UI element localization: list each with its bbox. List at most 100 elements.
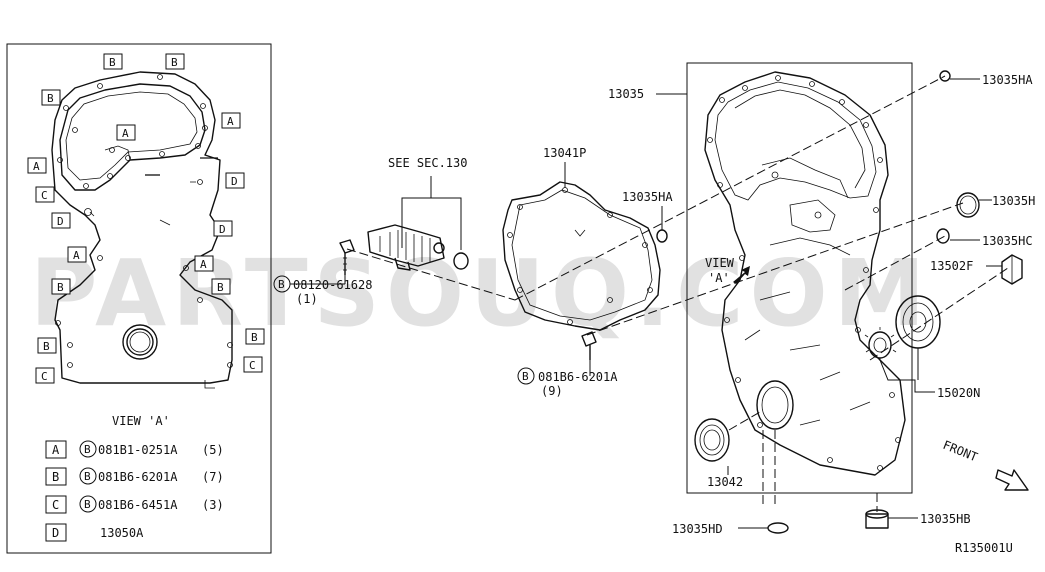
diagram-id: R135001U (955, 541, 1013, 555)
svg-text:D: D (219, 223, 226, 236)
view-a-frame (6, 43, 272, 554)
part-13042-seal (694, 418, 730, 462)
part-13035-label: 13035 (608, 87, 644, 101)
marker-d-3: D (213, 220, 233, 237)
legend-row-a: A B 081B1-0251A (5) (45, 440, 224, 459)
front-indicator: FRONT (941, 438, 1029, 491)
view-a-callout-line1: VIEW (705, 256, 735, 270)
part-13035ha-label: 13035HA (982, 73, 1033, 87)
front-arrow-icon (995, 469, 1029, 491)
svg-text:A: A (33, 160, 40, 173)
svg-text:B: B (57, 281, 64, 294)
svg-text:C: C (249, 359, 256, 372)
part-13035-holes (707, 75, 901, 471)
svg-text:A: A (122, 127, 129, 140)
view-a-cover-outline (51, 71, 233, 384)
marker-c-3: C (35, 367, 55, 384)
part-13041p-holes (507, 187, 653, 325)
legend-row-d: D 13050A (45, 523, 144, 542)
part-15020n-gear (864, 327, 897, 361)
marker-c-2: C (243, 356, 263, 373)
view-a-arrow-icon (733, 266, 750, 284)
legend-part-d: 13050A (100, 526, 144, 540)
see-sec-label: SEE SEC.130 (388, 156, 467, 170)
marker-b-5: B (211, 278, 231, 295)
view-a-callout-line2: 'A' (708, 271, 730, 285)
marker-a-4: A (67, 246, 87, 263)
marker-b-6: B (245, 328, 265, 345)
svg-text:A: A (227, 115, 234, 128)
bolt-08120-label: 08120-61628 (293, 278, 372, 292)
view-a-title: VIEW 'A' (112, 414, 170, 428)
bolt-081b6-9-qty: (9) (541, 384, 563, 398)
part-13035hb-label: 13035HB (920, 512, 971, 526)
view-a-seal-inner (126, 328, 154, 356)
marker-d-1: D (225, 172, 245, 189)
view-a-seal-ring (122, 324, 158, 360)
view-a-inner-gasket (59, 83, 206, 191)
view-a-panel: B B B A A A D C D D A A B B B B C C VIEW… (6, 43, 272, 554)
marker-b-1: B (103, 53, 123, 70)
marker-a-5: A (194, 255, 214, 272)
part-13035hb (865, 509, 889, 529)
legend-part-c: 081B6-6451A (98, 498, 178, 512)
bolt-08120-qty: (1) (296, 292, 318, 306)
legend-row-b: B B 081B6-6201A (7) (45, 467, 224, 486)
svg-text:D: D (231, 175, 238, 188)
part-13041p-cover (502, 181, 661, 331)
marker-b-3: B (41, 89, 61, 106)
part-13502f-label: 13502F (930, 259, 973, 273)
svg-text:C: C (41, 189, 48, 202)
svg-text:B: B (217, 281, 224, 294)
svg-text:B: B (52, 470, 59, 484)
part-13035ha-mid-label: 13035HA (622, 190, 673, 204)
watermark-text: PARTSOUQ.COM (30, 240, 931, 347)
case-seal-bore (756, 380, 794, 430)
svg-text:A: A (52, 443, 60, 457)
marker-b-2: B (165, 53, 185, 70)
svg-text:C: C (52, 498, 59, 512)
legend-part-b: 081B6-6201A (98, 470, 178, 484)
part-13035hc (936, 228, 950, 244)
svg-text:B: B (84, 498, 91, 511)
svg-text:B: B (251, 331, 258, 344)
view-a-bolt-holes (55, 74, 233, 368)
part-13042-label: 13042 (707, 475, 743, 489)
part-13035h-label: 13035H (992, 194, 1035, 208)
svg-text:B: B (522, 370, 529, 383)
svg-text:D: D (52, 526, 59, 540)
part-13035ha-mid (656, 229, 668, 243)
solenoid-valve (367, 224, 445, 271)
marker-b-4: B (51, 278, 71, 295)
o-ring-sec130 (453, 252, 469, 270)
bolt-081b6-9-label: 081B6-6201A (538, 370, 618, 384)
svg-text:B: B (278, 278, 285, 291)
front-label: FRONT (941, 438, 980, 465)
part-13035-case (704, 71, 906, 476)
marker-a-1: A (221, 112, 241, 129)
svg-text:A: A (73, 249, 80, 262)
legend-qty-c: (3) (202, 498, 224, 512)
bolt-08120 (339, 239, 355, 275)
legend-part-a: 081B1-0251A (98, 443, 178, 457)
part-13035ha-top (939, 70, 951, 82)
part-15020n-label: 15020N (937, 386, 980, 400)
part-13035hd (767, 522, 789, 534)
svg-text:B: B (47, 92, 54, 105)
marker-a-2: A (116, 124, 136, 141)
marker-b-7: B (37, 337, 57, 354)
svg-text:B: B (109, 56, 116, 69)
marker-d-2: D (51, 212, 71, 229)
legend-row-c: C B 081B6-6451A (3) (45, 495, 224, 514)
svg-text:B: B (84, 470, 91, 483)
part-13035hc-label: 13035HC (982, 234, 1033, 248)
bolt-081b6-9-circle (517, 367, 535, 385)
svg-text:D: D (57, 215, 64, 228)
marker-a-3: A (27, 157, 47, 174)
part-13035h (956, 192, 980, 218)
legend-qty-a: (5) (202, 443, 224, 457)
svg-text:C: C (41, 370, 48, 383)
svg-text:B: B (43, 340, 50, 353)
svg-text:B: B (84, 443, 91, 456)
bolt-081b6-9 (581, 331, 597, 360)
